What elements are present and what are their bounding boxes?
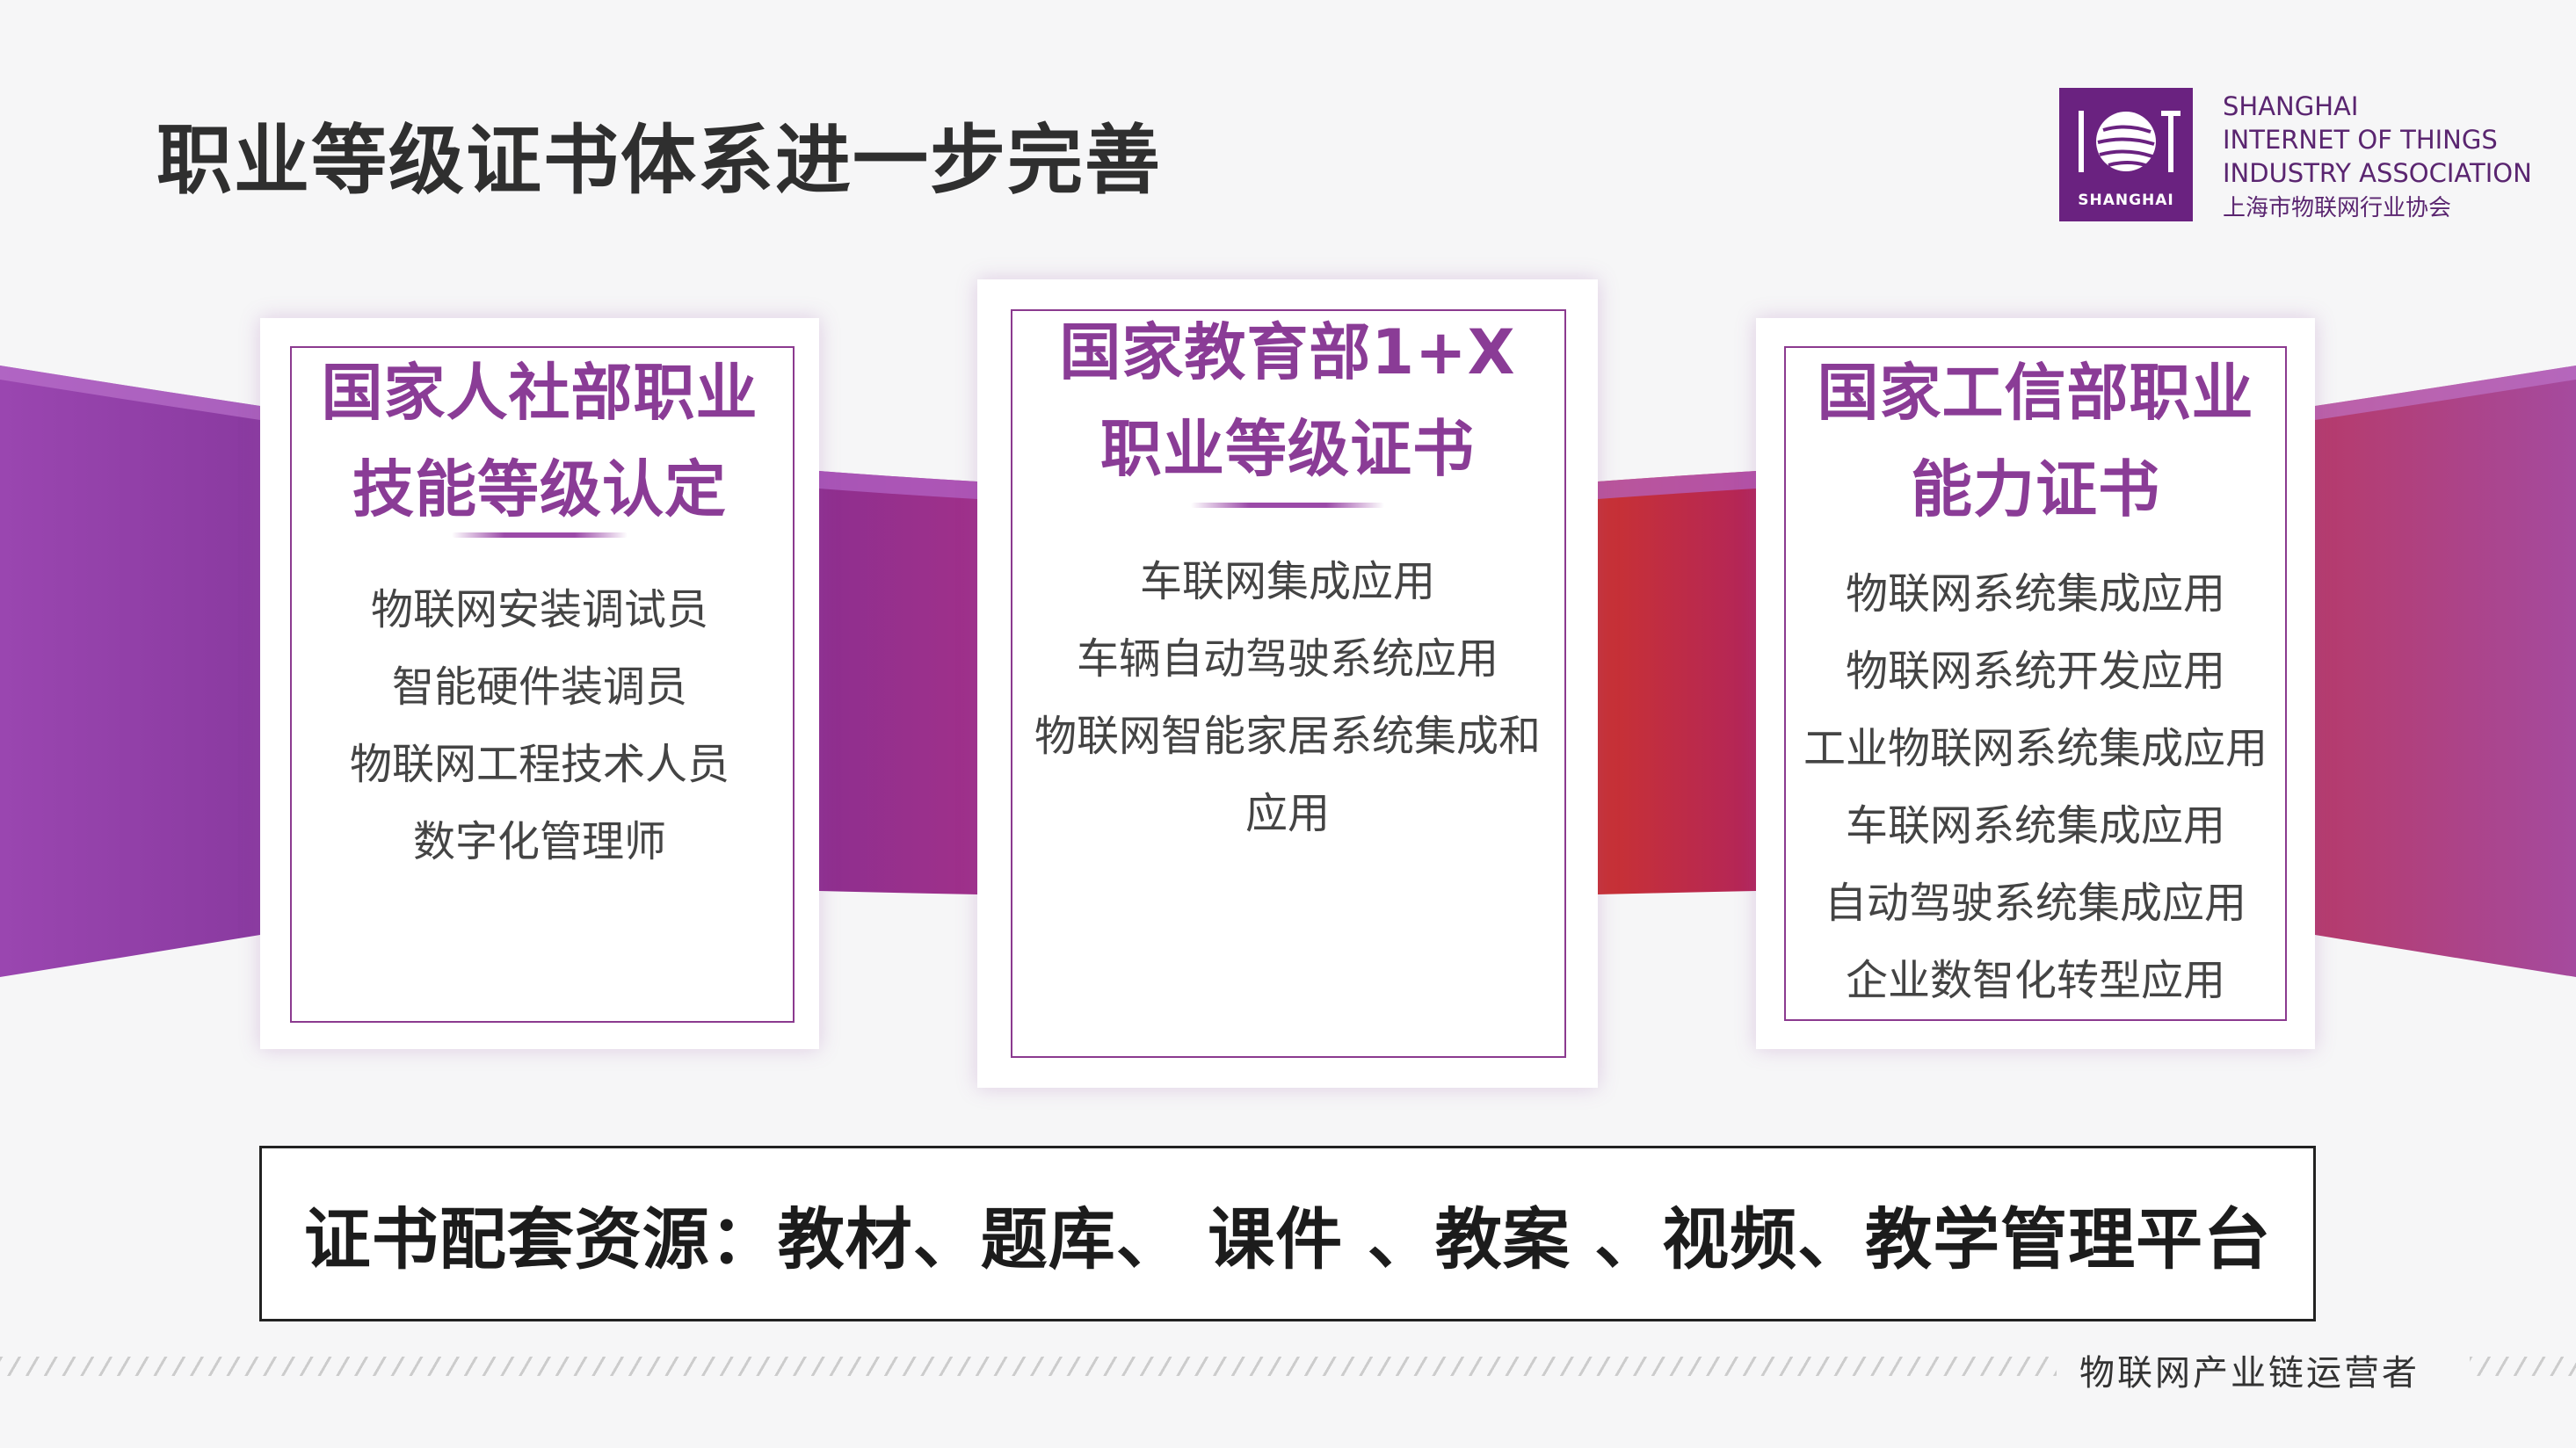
card-miit: 国家工信部职业 能力证书 物联网系统集成应用 物联网系统开发应用 工业物联网系统… [1756,318,2315,1049]
page-title: 职业等级证书体系进一步完善 [156,117,1162,205]
card-moe-title-line-1: 国家教育部1+X [1059,316,1516,388]
iot-logo-mark: SHANGHAI [2059,88,2193,221]
ribbon-mid-left [819,471,977,894]
list-item: 车联网集成应用 [1139,557,1435,606]
card-moe-list: 车联网集成应用 车辆自动驾驶系统应用 物联网智能家居系统集成和 应用 [977,543,1598,852]
card-hrss-list: 物联网安装调试员 智能硬件装调员 物联网工程技术人员 数字化管理师 [260,571,819,880]
card-moe: 国家教育部1+X 职业等级证书 车联网集成应用 车辆自动驾驶系统应用 物联网智能… [977,279,1598,1088]
list-item: 车联网系统集成应用 [1845,801,2225,851]
card-miit-title-line-1: 国家工信部职业 [1817,357,2254,429]
card-miit-frame [1784,346,2287,1021]
card-moe-title: 国家教育部1+X 职业等级证书 [977,304,1598,497]
logo-sub-label: SHANGHAI [2078,192,2174,209]
list-item: 应用 [1244,789,1330,838]
logo-text: SHANGHAI INTERNET OF THINGS INDUSTRY ASS… [2223,90,2532,225]
card-hrss: 国家人社部职业 技能等级认定 物联网安装调试员 智能硬件装调员 物联网工程技术人… [260,318,819,1049]
resources-text: 证书配套资源：教材、题库、 课件 、教案 、视频、教学管理平台 [303,1200,2272,1278]
card-miit-title: 国家工信部职业 能力证书 [1756,344,2315,538]
card-miit-list: 物联网系统集成应用 物联网系统开发应用 工业物联网系统集成应用 车联网系统集成应… [1756,555,2315,1019]
card-miit-title-line-2: 能力证书 [1911,453,2160,525]
card-hrss-title: 国家人社部职业 技能等级认定 [260,344,819,538]
ribbon-right [2315,366,2576,977]
association-logo: SHANGHAI SHANGHAI INTERNET OF THINGS IND… [2059,88,2532,223]
card-moe-underline [1191,503,1384,508]
ribbon-mid-left-edge [819,471,977,499]
list-item: 企业数智化转型应用 [1845,956,2225,1005]
footer-hatch-left [0,1357,2057,1376]
list-item: 物联网工程技术人员 [349,740,729,789]
list-item: 物联网系统集成应用 [1845,569,2225,619]
iot-globe-icon [2079,111,2181,172]
ribbon-mid-right-edge [1598,471,1756,499]
card-hrss-frame [290,346,795,1023]
list-item: 物联网安装调试员 [370,585,708,634]
list-item: 工业物联网系统集成应用 [1803,724,2268,773]
list-item: 智能硬件装调员 [391,662,687,712]
list-item: 数字化管理师 [412,817,666,866]
card-hrss-underline [452,532,628,538]
list-item: 物联网智能家居系统集成和 [1034,712,1541,761]
list-item: 车辆自动驾驶系统应用 [1076,634,1498,684]
footer-hatch-right [2470,1357,2576,1376]
card-moe-title-line-2: 职业等级证书 [1100,413,1475,485]
ribbon-right-top-edge [2315,366,2576,420]
list-item: 自动驾驶系统集成应用 [1824,879,2246,928]
ribbon-left-top-edge [0,366,260,420]
footer-slogan: 物联网产业链运营者 [2079,1353,2420,1394]
list-item: 物联网系统开发应用 [1845,647,2225,696]
resources-box: 证书配套资源：教材、题库、 课件 、教案 、视频、教学管理平台 [259,1146,2316,1321]
logo-line-3: INDUSTRY ASSOCIATION [2223,158,2532,188]
logo-line-2: INTERNET OF THINGS [2223,125,2498,155]
card-hrss-title-line-2: 技能等级认定 [352,453,727,525]
ribbon-mid-right [1598,471,1756,894]
card-hrss-title-line-1: 国家人社部职业 [321,357,758,429]
logo-line-1: SHANGHAI [2223,91,2359,121]
logo-line-4: 上海市物联网行业协会 [2223,195,2452,221]
card-moe-frame [1011,309,1566,1058]
ribbon-left [0,366,260,977]
